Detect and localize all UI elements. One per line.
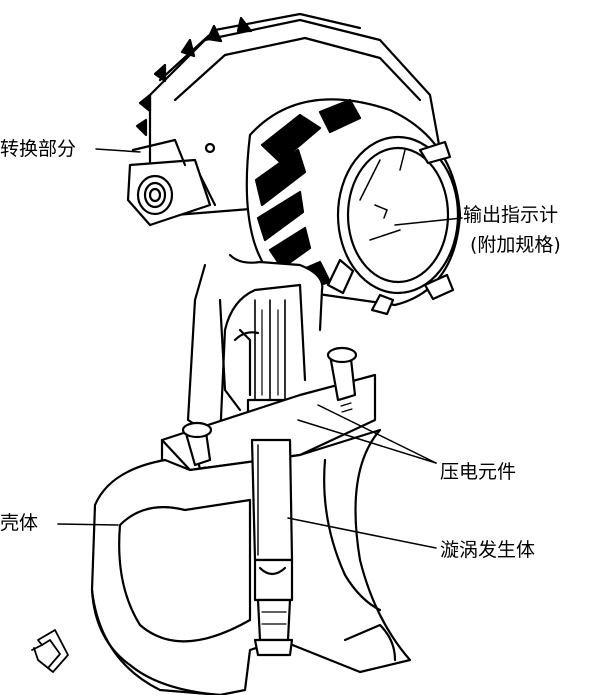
- indicator-cover: [245, 98, 462, 316]
- leader-piezo-1: [317, 404, 437, 464]
- leader-housing: [57, 523, 119, 526]
- leader-indicator: [394, 217, 463, 226]
- label-converter: 转换部分: [0, 138, 77, 160]
- flow-direction-arrow-icon: [31, 629, 69, 673]
- leader-lines: [57, 148, 463, 549]
- vortex-shedder: [250, 438, 294, 657]
- label-vortex-generator: 漩涡发生体: [440, 539, 536, 561]
- label-housing: 壳体: [0, 512, 39, 534]
- leader-piezo-2: [297, 419, 437, 464]
- pipe-housing: [90, 428, 412, 695]
- label-output-indicator: 输出指示计: [463, 204, 559, 226]
- label-optional-spec: (附加规格): [470, 234, 561, 256]
- leader-vortex: [287, 517, 437, 549]
- label-piezo-element: 压电元件: [440, 461, 517, 483]
- flange-block: [160, 346, 377, 492]
- leader-converter: [95, 148, 141, 153]
